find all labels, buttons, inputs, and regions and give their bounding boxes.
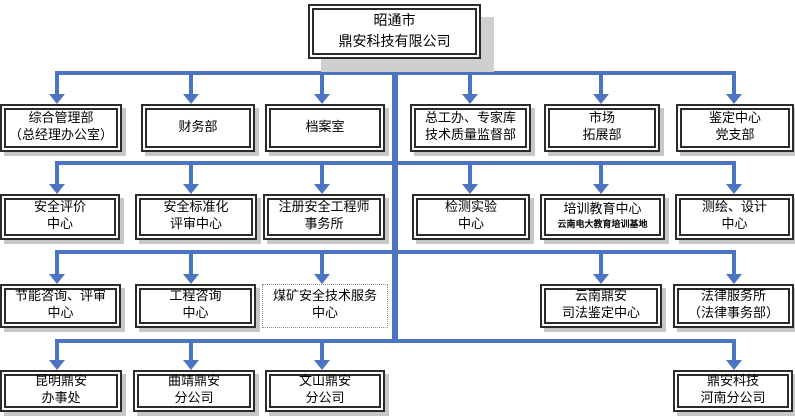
node-label: 事务所 [304,217,344,232]
arrow-down-icon [183,71,199,104]
node-testing-laboratory-center: 检测实验 中心 [412,194,530,240]
node-label: 鼎安科技有限公司 [338,33,451,50]
node-comprehensive-management-dept: 综合管理部 （总经理办公室） [0,104,122,152]
node-label: 党支部 [715,128,755,143]
node-label: 办事处 [41,391,81,406]
node-kunming-dingan-office: 昆明鼎安 办事处 [0,370,122,412]
node-label: 司法鉴定中心 [561,306,640,321]
node-label: 中心 [457,217,484,232]
node-label: （法律事务部） [687,306,779,321]
node-label: 总工办、专家库 [424,111,516,127]
node-registered-safety-engineer-office: 注册安全工程师 事务所 [263,194,385,240]
node-market-expansion-dept: 市场 拓展部 [544,104,660,152]
node-label: 评审中心 [169,217,222,232]
arrow-down-icon [314,161,330,194]
node-label: 鉴定中心 [708,111,761,127]
arrow-down-icon [49,250,65,284]
node-label: 安全评价 [33,200,86,216]
node-label: 测绘、设计 [701,200,767,216]
node-label: 中心 [47,306,74,321]
arrow-down-icon [462,161,478,194]
arrow-down-icon [314,339,330,370]
node-company-root: 昭通市 鼎安科技有限公司 [308,4,481,59]
arrow-down-icon [726,161,742,194]
arrow-down-icon [726,250,742,284]
arrow-down-icon [726,71,742,104]
arrow-down-icon [726,339,742,370]
arrow-down-icon [49,161,65,194]
arrow-down-icon [183,339,199,370]
node-label: 中心 [721,217,748,232]
arrow-down-icon [183,161,199,194]
node-label: 技术质量监督部 [424,128,516,143]
node-label: 分公司 [174,391,214,406]
node-qujing-dingan-branch: 曲靖鼎安 分公司 [133,370,255,412]
node-archives-room: 档案室 [265,104,385,152]
node-label: 安全标准化 [163,200,229,216]
node-label: 财务部 [178,119,218,135]
arrow-down-icon [49,339,65,370]
node-training-education-center: 培训教育中心 云南电大教育培训基地 [540,194,665,240]
arrow-down-icon [314,71,330,104]
node-label: 注册安全工程师 [278,200,370,216]
node-sublabel: 云南电大教育培训基地 [557,220,648,231]
node-label: （总经理办公室） [8,128,113,143]
node-label: 中心 [46,217,73,232]
node-legal-service-office: 法律服务所 （法律事务部） [673,284,794,328]
node-label: 分公司 [305,391,345,406]
arrow-down-icon [593,250,609,284]
node-yunnan-dingan-judicial-appraisal-center: 云南鼎安 司法鉴定中心 [540,284,662,328]
node-label: 市场 [588,111,615,127]
node-coal-mine-safety-service-center: 煤矿安全技术服务 中心 [262,284,388,328]
node-label: 中心 [311,306,338,321]
node-label: 河南分公司 [700,391,766,406]
node-label: 鼎安科技 [706,374,759,390]
arrow-down-icon [462,71,478,104]
node-label: 检测实验 [444,200,497,216]
node-appraisal-center-party-branch: 鉴定中心 党支部 [676,104,794,152]
arrow-down-icon [593,71,609,104]
node-label: 工程咨询 [169,289,222,305]
node-chief-engineer-office-quality-supervision: 总工办、专家库 技术质量监督部 [410,104,531,152]
node-label: 煤矿安全技术服务 [272,289,377,305]
arrow-down-icon [183,250,199,284]
node-safety-evaluation-center: 安全评价 中心 [0,194,120,240]
node-engineering-consulting-center: 工程咨询 中心 [135,284,256,328]
node-label: 培训教育中心 [563,202,642,218]
arrow-down-icon [593,161,609,194]
node-label: 曲靖鼎安 [167,374,220,390]
node-label: 综合管理部 [28,111,94,127]
node-energy-consulting-review-center: 节能咨询、评审 中心 [0,284,121,328]
node-label: 昆明鼎安 [34,374,87,390]
node-label: 档案室 [305,119,345,135]
org-connector-trunk [392,58,398,343]
node-label: 昭通市 [373,12,416,29]
node-label: 拓展部 [582,128,622,143]
node-label: 文山鼎安 [298,374,351,390]
node-finance-dept: 财务部 [141,104,255,152]
node-dingan-henan-branch: 鼎安科技 河南分公司 [673,370,793,412]
node-label: 法律服务所 [700,289,766,305]
arrow-down-icon [314,250,330,284]
node-surveying-design-center: 测绘、设计 中心 [675,194,794,240]
node-safety-standardization-review-center: 安全标准化 评审中心 [135,194,257,240]
node-label: 节能咨询、评审 [14,289,106,305]
node-wenshan-dingan-branch: 文山鼎安 分公司 [265,370,385,412]
node-label: 云南鼎安 [574,289,627,305]
arrow-down-icon [49,71,65,104]
node-label: 中心 [182,306,209,321]
